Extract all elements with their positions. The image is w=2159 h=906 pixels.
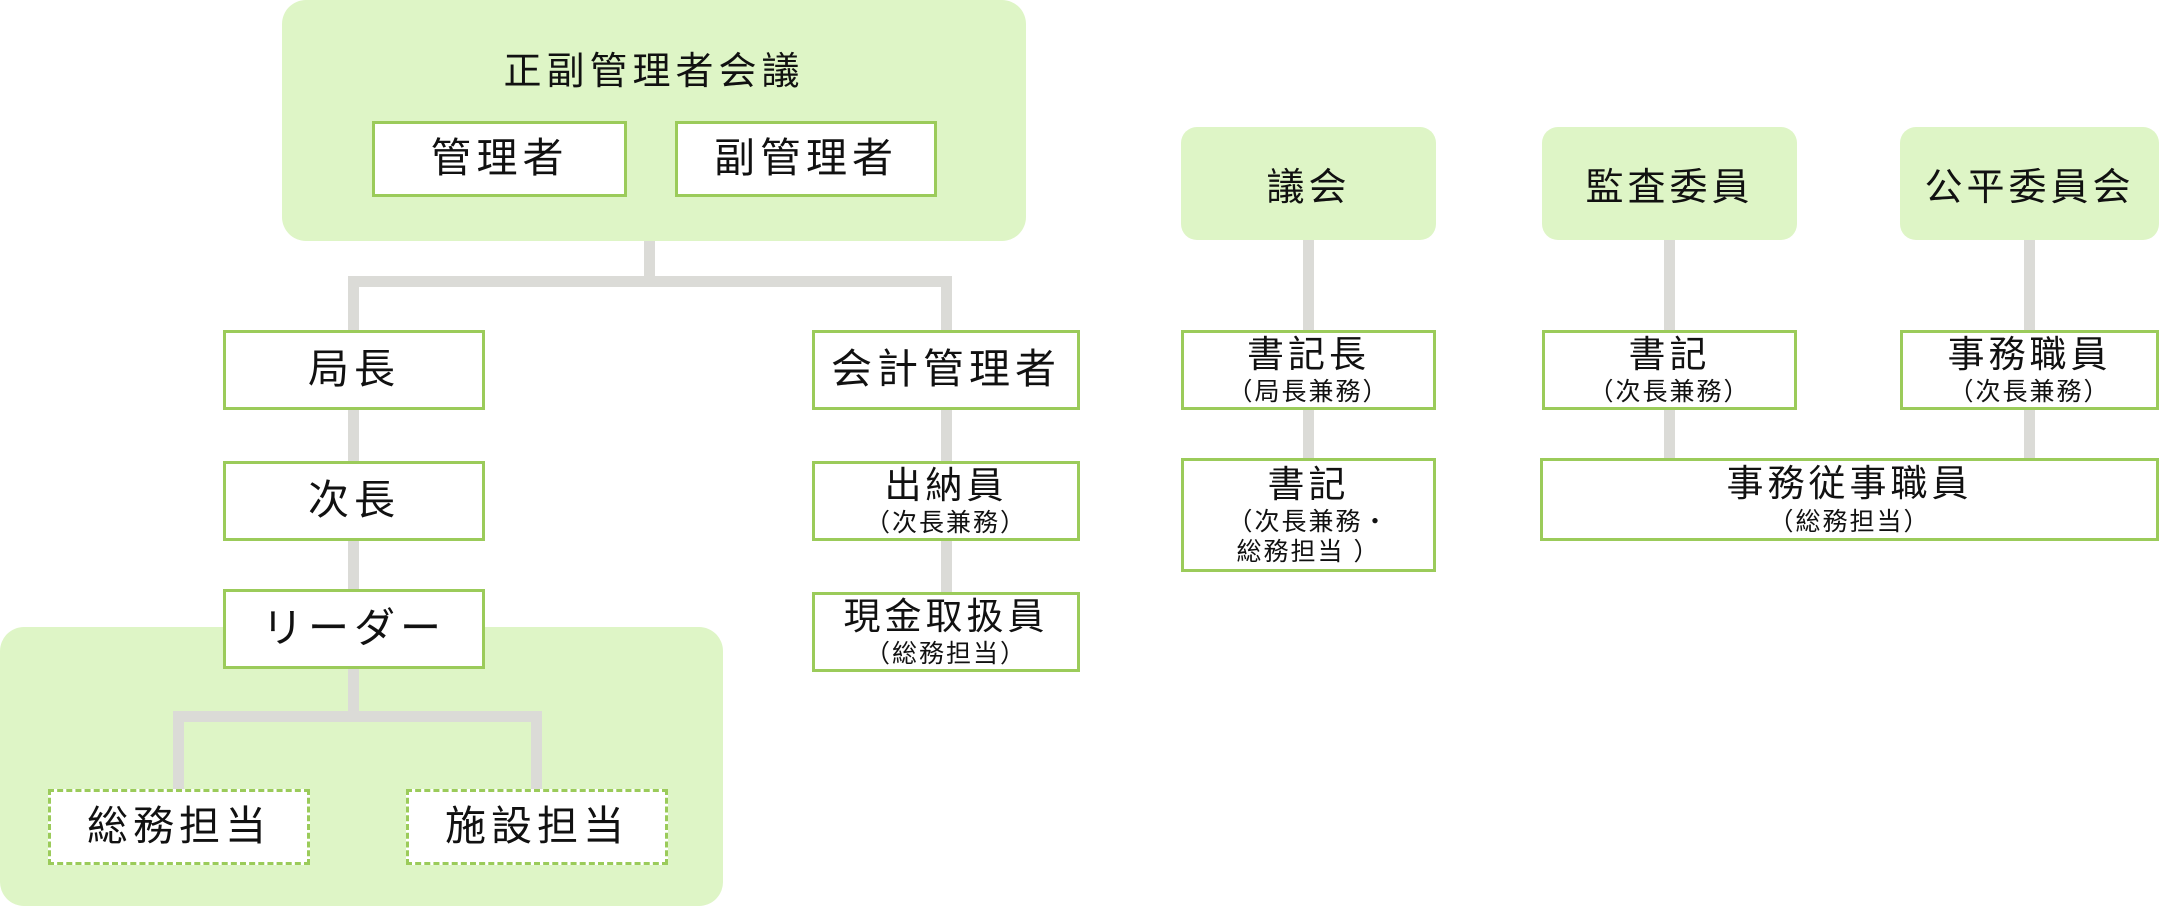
facilities-team-box: 施設担当 bbox=[406, 789, 668, 865]
deputy-director-box: 次長 bbox=[223, 461, 485, 541]
council-clerk-sublabel-line2: 総務担当 ） bbox=[1236, 538, 1381, 567]
shared-staff-label: 事務従事職員 bbox=[1726, 463, 1973, 505]
general-affairs-team-box: 総務担当 bbox=[48, 789, 310, 865]
connector-line bbox=[1303, 240, 1314, 330]
deputy-director-label: 次長 bbox=[308, 477, 400, 524]
audit-clerk-sublabel: （次長兼務） bbox=[1588, 378, 1751, 407]
connector-line bbox=[348, 669, 359, 722]
connector-line bbox=[941, 541, 952, 592]
connector-line bbox=[1303, 410, 1314, 458]
executive-title: 正副管理者会議 bbox=[503, 51, 805, 93]
connector-line bbox=[173, 711, 184, 789]
treasurer-label: 出納員 bbox=[884, 464, 1008, 506]
connector-line bbox=[348, 276, 359, 330]
equity-staff-sublabel: （次長兼務） bbox=[1948, 378, 2111, 407]
cash-handler-sublabel: （総務担当） bbox=[864, 640, 1027, 669]
deputy-manager-label: 副管理者 bbox=[714, 135, 898, 182]
facilities-team-label: 施設担当 bbox=[445, 803, 629, 850]
chief-clerk-box: 書記長 （局長兼務） bbox=[1181, 330, 1436, 410]
deputy-manager-box: 副管理者 bbox=[675, 121, 937, 197]
manager-box: 管理者 bbox=[372, 121, 627, 197]
director-box: 局長 bbox=[223, 330, 485, 410]
connector-line bbox=[941, 410, 952, 461]
connector-line bbox=[1664, 240, 1675, 330]
connector-line bbox=[2024, 410, 2035, 458]
treasurer-sublabel: （次長兼務） bbox=[864, 509, 1027, 538]
audit-clerk-label: 書記 bbox=[1628, 333, 1711, 375]
shared-staff-sublabel: （総務担当） bbox=[1768, 507, 1931, 536]
council-clerk-box: 書記 （次長兼務・ 総務担当 ） bbox=[1181, 458, 1436, 572]
audit-clerk-box: 書記 （次長兼務） bbox=[1542, 330, 1797, 410]
chief-clerk-label: 書記長 bbox=[1247, 333, 1370, 375]
connector-line bbox=[348, 541, 359, 589]
treasurer-box: 出納員 （次長兼務） bbox=[812, 461, 1080, 541]
council-header-label: 議会 bbox=[1266, 167, 1351, 209]
equity-staff-label: 事務職員 bbox=[1947, 333, 2112, 375]
audit-header-label: 監査委員 bbox=[1585, 167, 1754, 209]
connector-line bbox=[531, 711, 542, 789]
equity-staff-box: 事務職員 （次長兼務） bbox=[1900, 330, 2159, 410]
connector-line bbox=[941, 276, 952, 330]
director-label: 局長 bbox=[308, 346, 400, 393]
connector-line bbox=[1664, 410, 1675, 458]
connector-line bbox=[2024, 240, 2035, 330]
general-affairs-team-label: 総務担当 bbox=[87, 803, 271, 850]
equity-header-label: 公平委員会 bbox=[1924, 167, 2135, 209]
accounting-manager-label: 会計管理者 bbox=[831, 346, 1061, 393]
accounting-manager-box: 会計管理者 bbox=[812, 330, 1080, 410]
executive-panel bbox=[282, 0, 1026, 241]
connector-line bbox=[644, 241, 655, 287]
leader-label: リーダー bbox=[262, 605, 446, 652]
shared-staff-box: 事務従事職員 （総務担当） bbox=[1540, 458, 2159, 541]
council-clerk-sublabel-line1: （次長兼務・ bbox=[1227, 508, 1390, 537]
leader-box: リーダー bbox=[223, 589, 485, 669]
council-clerk-label: 書記 bbox=[1267, 463, 1350, 505]
cash-handler-box: 現金取扱員 （総務担当） bbox=[812, 592, 1080, 672]
council-header: 議会 bbox=[1181, 127, 1436, 240]
equity-header: 公平委員会 bbox=[1900, 127, 2159, 240]
manager-label: 管理者 bbox=[430, 135, 569, 182]
chief-clerk-sublabel: （局長兼務） bbox=[1227, 378, 1390, 407]
audit-header: 監査委員 bbox=[1542, 127, 1797, 240]
connector-line bbox=[348, 276, 952, 287]
connector-line bbox=[348, 410, 359, 461]
cash-handler-label: 現金取扱員 bbox=[843, 595, 1049, 637]
connector-line bbox=[173, 711, 542, 722]
